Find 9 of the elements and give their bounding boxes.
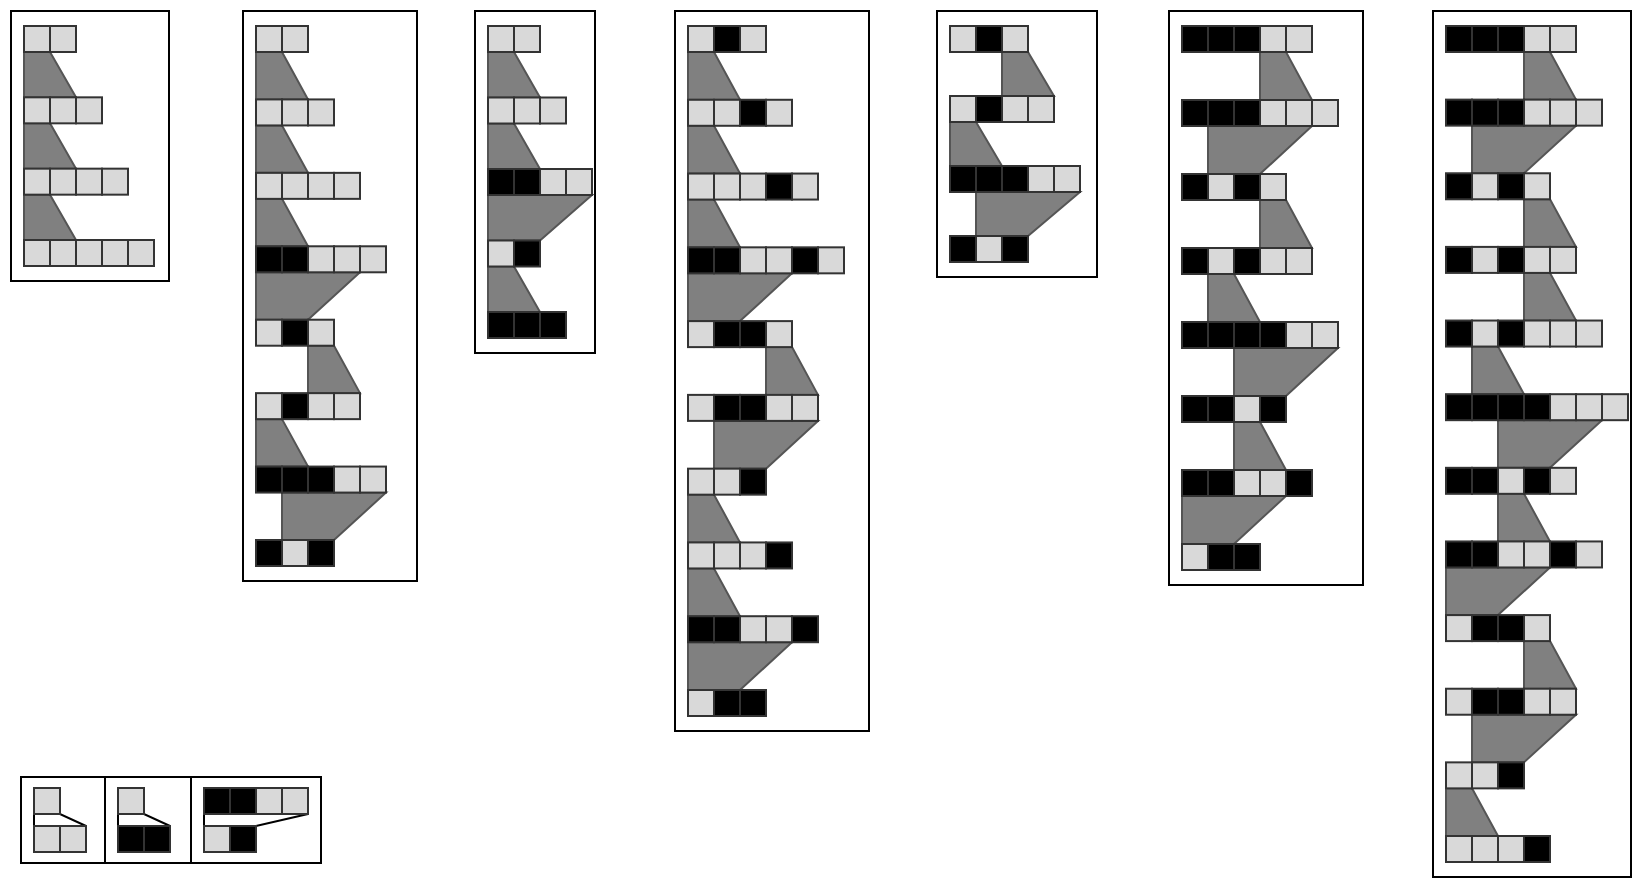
- panel-frame: [242, 10, 418, 582]
- panel-frame: [474, 10, 596, 354]
- panel-frame: [104, 776, 192, 864]
- panel-frame: [674, 10, 870, 732]
- panel-frame: [936, 10, 1098, 278]
- panel-frame: [10, 10, 170, 282]
- panel-frame: [20, 776, 106, 864]
- panel-frame: [190, 776, 322, 864]
- panel-frame: [1168, 10, 1364, 586]
